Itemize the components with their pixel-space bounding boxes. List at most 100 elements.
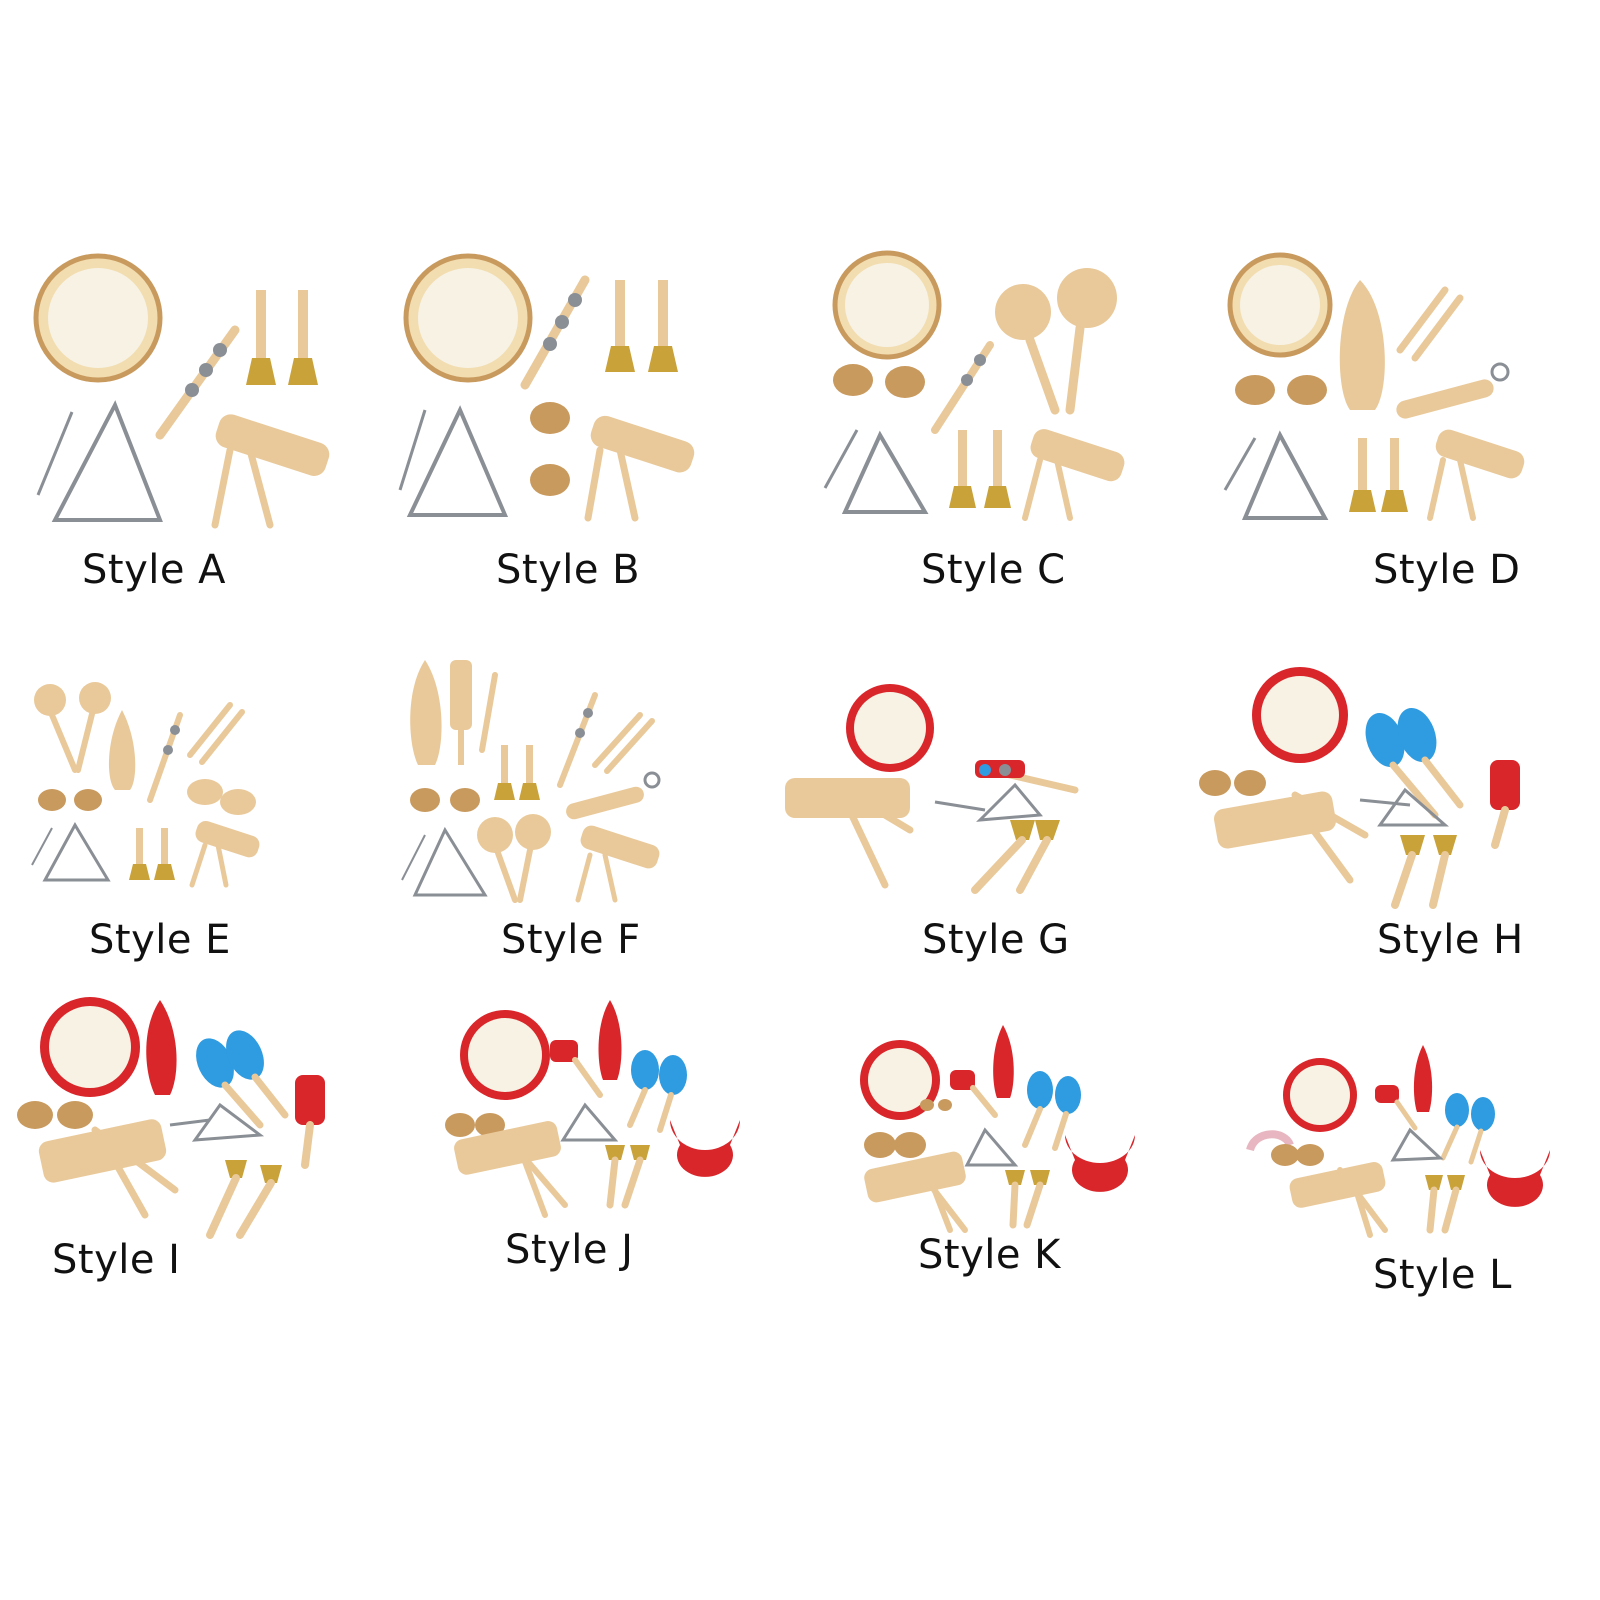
jingle-stick-icon [950, 1070, 998, 1118]
castanet-icon [410, 788, 480, 812]
variant-style-c: Style C [823, 250, 1145, 610]
bell-bracelet-icon [1480, 1150, 1550, 1207]
variant-label: Style G [922, 917, 1070, 963]
tambourine-icon [1227, 252, 1333, 358]
variant-style-j: Style J [445, 995, 765, 1280]
instrument-set-i [17, 997, 325, 1239]
hand-bell-icon [206, 1160, 282, 1239]
triangle-icon [169, 1102, 265, 1142]
hand-bell-icon [605, 280, 678, 372]
guiro-icon [785, 778, 914, 889]
tambourine-icon [846, 684, 934, 772]
guiro-icon [1427, 429, 1525, 521]
maraca-icon [477, 814, 551, 903]
rhythm-sticks-icon [479, 672, 498, 753]
instrument-set-j [445, 1000, 740, 1218]
hand-bell-icon [494, 745, 540, 800]
jingle-stick-icon [975, 760, 1079, 794]
triangle-icon [36, 400, 163, 522]
triangle-icon [398, 405, 509, 517]
triangle-icon [401, 826, 488, 897]
variant-style-l: Style L [1245, 1040, 1565, 1300]
jingle-stick-icon [155, 325, 240, 440]
instrument-set-h [1199, 667, 1520, 909]
maraca-icon [1365, 707, 1464, 819]
triangle-icon [560, 1102, 619, 1142]
hand-bell-icon [971, 820, 1060, 894]
maraca-icon [627, 1050, 687, 1133]
variant-label: Style A [82, 547, 227, 593]
bell-bracelet-icon [1065, 1135, 1135, 1192]
guiro-icon [584, 415, 695, 522]
variant-label: Style D [1373, 547, 1521, 593]
variant-style-f: Style F [400, 655, 720, 980]
maraca-icon [995, 268, 1117, 415]
castanet-icon [445, 1113, 505, 1137]
triangle-icon [964, 1127, 1019, 1167]
jingle-stick-icon [550, 1040, 603, 1098]
tone-block-icon [450, 660, 472, 765]
tambourine-icon [33, 253, 163, 383]
variant-label: Style B [496, 547, 641, 593]
fish-guiro-icon [146, 1000, 177, 1095]
instrument-set-b [398, 253, 695, 522]
variant-style-i: Style I [5, 995, 345, 1285]
castanet-icon [1235, 375, 1327, 405]
jingle-stick-icon [1375, 1085, 1418, 1131]
castanet-icon [1271, 1144, 1324, 1166]
variant-style-g: Style G [785, 680, 1105, 980]
jingle-stick-icon [557, 692, 598, 788]
instrument-set-e [31, 682, 260, 888]
instrument-set-a [33, 253, 330, 529]
wrist-bell-icon [1246, 1130, 1294, 1152]
jingle-stick-icon [520, 275, 590, 390]
jingle-stick-icon [295, 1075, 325, 1169]
castanet-icon [1199, 770, 1266, 796]
tambourine-icon [40, 997, 140, 1097]
instrument-set-c [823, 250, 1125, 521]
variant-style-a: Style A [30, 250, 350, 610]
variant-label: Style E [89, 917, 231, 963]
variant-style-b: Style B [398, 250, 720, 610]
tambourine-icon [860, 1040, 940, 1120]
guiro-icon [1214, 791, 1369, 884]
tambourine-icon [832, 250, 942, 360]
maraca-icon [196, 1030, 289, 1129]
guiro-icon [38, 1119, 179, 1219]
variant-label: Style K [918, 1232, 1061, 1278]
rhythm-sticks-icon [592, 712, 655, 774]
variant-style-e: Style E [30, 680, 350, 980]
variant-style-h: Style H [1195, 665, 1535, 980]
jingle-stick-icon [147, 712, 183, 803]
castanet-icon [17, 1101, 93, 1129]
jingle-stick-icon [931, 341, 994, 434]
instrument-set-g [785, 684, 1079, 894]
guiro-icon [211, 414, 330, 529]
tambourine-icon [1252, 667, 1348, 763]
instrument-set-k [860, 1025, 1135, 1233]
variant-label: Style J [505, 1227, 634, 1273]
tambourine-icon [1283, 1058, 1357, 1132]
fish-guiro-icon [1413, 1045, 1433, 1112]
variant-label: Style H [1377, 917, 1524, 963]
variant-label: Style C [921, 547, 1066, 593]
triangle-icon [934, 782, 1043, 822]
tambourine-icon [460, 1010, 550, 1100]
fish-guiro-icon [1339, 280, 1385, 410]
instrument-set-d [1223, 252, 1525, 521]
rhythm-sticks-icon [1396, 286, 1464, 362]
castanet-icon [38, 789, 102, 811]
guiro-icon [1289, 1162, 1388, 1238]
fish-guiro-icon [108, 710, 136, 790]
fish-guiro-icon [410, 660, 442, 765]
bell-bracelet-icon [670, 1120, 740, 1177]
castanet-icon [530, 402, 570, 496]
maraca-icon [34, 682, 111, 773]
variant-label: Style L [1373, 1252, 1512, 1298]
rhythm-sticks-icon [187, 702, 245, 765]
triangle-icon [31, 821, 111, 882]
guiro-icon [1022, 429, 1125, 521]
castanet-icon [833, 364, 925, 398]
triangle-icon [1359, 787, 1449, 827]
triangle-icon [1390, 1127, 1444, 1162]
